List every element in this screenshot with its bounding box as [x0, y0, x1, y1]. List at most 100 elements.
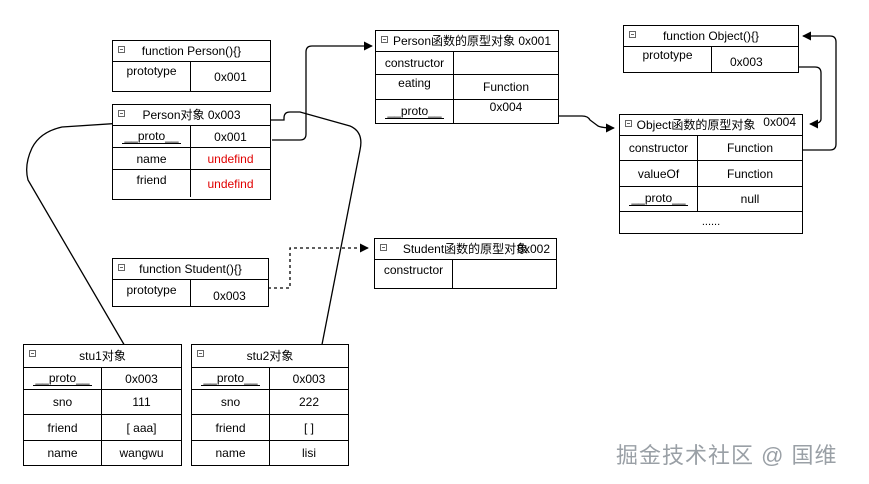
value-cell: 0x003 — [292, 371, 326, 386]
person-object-title: Person对象 0x003 — [142, 108, 241, 122]
person-prototype-header: Person函数的原型对象 0x001 — [376, 31, 558, 52]
row-valueof: valueOf Function — [620, 161, 802, 187]
arrow-person-proto-object — [533, 115, 615, 133]
collapse-icon[interactable] — [381, 36, 388, 43]
value-cell: 111 — [132, 395, 151, 409]
collapse-icon[interactable] — [29, 350, 36, 357]
row-proto: __proto__ null — [620, 187, 802, 212]
collapse-icon[interactable] — [380, 244, 387, 251]
stu2-header: stu2对象 — [192, 345, 348, 368]
row-prototype: prototype 0x001 — [113, 62, 270, 91]
student-function-title: function Student(){} — [139, 262, 242, 276]
value-cell: 0x004 — [489, 100, 523, 114]
arrow-stu1-proto — [26, 109, 263, 366]
row-proto: __proto__ 0x003 — [192, 368, 348, 390]
key-cell: __proto__ — [113, 126, 191, 147]
stu1-object-box: stu1对象 __proto__ 0x003 sno 111 friend [ … — [23, 344, 182, 466]
row-friend: friend [ ] — [192, 415, 348, 441]
object-function-box: function Object(){} prototype 0x003 — [623, 25, 799, 73]
row-friend: friend [ aaa] — [24, 415, 181, 441]
value-cell: undefind — [207, 176, 254, 191]
collapse-icon[interactable] — [118, 46, 125, 53]
key-cell: prototype — [113, 280, 191, 306]
value-cell: lisi — [302, 446, 316, 460]
object-function-header: function Object(){} — [624, 26, 798, 47]
value-cell: 0x001 — [214, 129, 247, 144]
arrow-object-proto-constructor — [802, 31, 837, 151]
key-cell: name — [192, 441, 270, 465]
value-cell: [ aaa] — [126, 420, 157, 435]
row-name: name lisi — [192, 441, 348, 465]
value-cell: 0x003 — [213, 289, 246, 303]
arrow-person-obj-proto — [272, 41, 373, 141]
key-cell: constructor — [375, 260, 453, 288]
person-function-box: function Person(){} prototype 0x001 — [112, 40, 271, 92]
object-prototype-title: Object函数的原型对象 — [636, 118, 756, 132]
key-cell: friend — [192, 415, 270, 440]
row-ellipsis: ...... — [620, 212, 802, 232]
key-cell: __proto__ — [24, 368, 102, 389]
value-cell: Function — [726, 166, 774, 181]
key-cell: prototype — [624, 47, 712, 72]
stu1-header: stu1对象 — [24, 345, 181, 368]
key-cell: sno — [24, 390, 102, 414]
collapse-icon[interactable] — [118, 264, 125, 271]
stu1-title: stu1对象 — [79, 349, 126, 363]
row-sno: sno 111 — [24, 390, 181, 415]
object-function-title: function Object(){} — [662, 29, 760, 43]
student-prototype-title: Student函数的原型对象 — [402, 242, 529, 256]
person-prototype-box: Person函数的原型对象 0x001 constructor eating F… — [375, 30, 559, 124]
row-constructor: constructor — [376, 52, 558, 75]
object-prototype-address: 0x004 — [763, 115, 796, 129]
key-cell: prototype — [113, 62, 191, 91]
value-cell: 0x001 — [214, 69, 247, 84]
key-cell: constructor — [620, 136, 698, 160]
row-proto: __proto__ 0x004 — [376, 100, 558, 123]
object-prototype-header: Object函数的原型对象 0x004 — [620, 115, 802, 136]
key-cell: __proto__ — [376, 100, 454, 123]
key-cell: __proto__ — [620, 187, 698, 211]
value-cell — [453, 260, 556, 288]
arrow-student-fn-proto — [256, 243, 369, 289]
student-function-header: function Student(){} — [113, 259, 268, 280]
ellipsis-cell: ...... — [701, 216, 721, 228]
row-name: name wangwu — [24, 441, 181, 465]
key-cell: __proto__ — [192, 368, 270, 389]
key-cell: sno — [192, 390, 270, 414]
row-friend: friend undefind — [113, 170, 270, 197]
key-cell: valueOf — [620, 161, 698, 186]
person-function-header: function Person(){} — [113, 41, 270, 62]
row-sno: sno 222 — [192, 390, 348, 415]
person-object-box: Person对象 0x003 __proto__ 0x001 name unde… — [112, 104, 271, 200]
value-cell: undefind — [207, 151, 254, 166]
object-prototype-box: Object函数的原型对象 0x004 constructor Function… — [619, 114, 803, 234]
student-prototype-box: Student函数的原型对象 0x002 constructor — [374, 238, 557, 289]
person-object-header: Person对象 0x003 — [113, 105, 270, 126]
value-cell: null — [740, 192, 760, 206]
stu2-title: stu2对象 — [246, 349, 294, 363]
value-cell: 222 — [298, 395, 320, 409]
value-cell: 0x003 — [730, 54, 763, 69]
collapse-icon[interactable] — [118, 110, 125, 117]
key-cell: name — [24, 441, 102, 465]
person-function-title: function Person(){} — [141, 44, 242, 58]
arrow-object-fn-proto — [773, 66, 822, 129]
collapse-icon[interactable] — [629, 31, 636, 38]
row-eating: eating Function — [376, 75, 558, 100]
value-cell: wangwu — [119, 446, 164, 460]
row-prototype: prototype 0x003 — [113, 280, 268, 306]
row-name: name undefind — [113, 148, 270, 170]
person-prototype-title: Person函数的原型对象 0x001 — [392, 34, 552, 48]
student-function-box: function Student(){} prototype 0x003 — [112, 258, 269, 307]
key-cell: friend — [113, 170, 191, 197]
student-prototype-header: Student函数的原型对象 0x002 — [375, 239, 556, 260]
collapse-icon[interactable] — [625, 120, 632, 127]
row-constructor: constructor Function — [620, 136, 802, 161]
value-cell: [ ] — [303, 420, 314, 435]
watermark: 掘金技术社区 @ 国维 — [616, 443, 838, 468]
key-cell: eating — [376, 75, 454, 99]
row-proto: __proto__ 0x001 — [113, 126, 270, 148]
collapse-icon[interactable] — [197, 350, 204, 357]
row-proto: __proto__ 0x003 — [24, 368, 181, 390]
